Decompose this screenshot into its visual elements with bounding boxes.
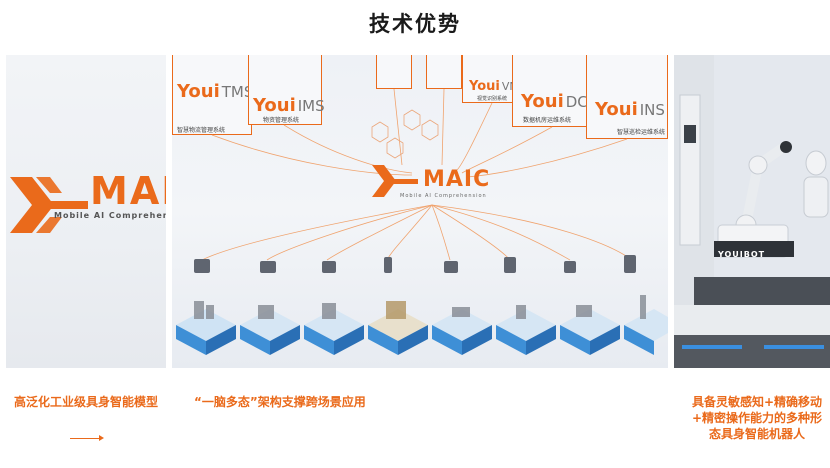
robot-photo — [674, 55, 830, 368]
architecture-diagram — [176, 88, 668, 355]
card-caption: “一脑多态”架构支撑跨场景应用 — [172, 368, 668, 468]
card-robots[interactable]: YOUIBOT 具备灵敏感知+精确移动+精密操作能力的多种形态具身智能机器人 — [674, 55, 830, 468]
card-caption: 具备灵敏感知+精确移动+精密操作能力的多种形态具身智能机器人 — [674, 368, 830, 468]
maic-mid-logo-subtitle: Mobile AI Comprehension — [400, 193, 487, 199]
system-label: 智慧巡检运维系统 — [617, 129, 666, 136]
maic-logo-icon — [10, 177, 88, 233]
system-label: 智慧物流管理系统 — [177, 127, 226, 134]
maic-mid-logo-text: MAIC — [423, 167, 491, 192]
arrow-right-icon[interactable] — [70, 435, 104, 441]
maic-logo-subtitle: Mobile AI Comprehen — [54, 211, 166, 220]
caption-text: 具备灵敏感知+精确移动+精密操作能力的多种形态具身智能机器人 — [691, 395, 823, 441]
robot-brand-label: YOUIBOT — [718, 250, 766, 259]
card-caption: 高泛化工业级具身智能模型 — [6, 368, 166, 468]
caption-text: 高泛化工业级具身智能模型 — [13, 395, 158, 409]
caption-text: “一脑多态”架构支撑跨场景应用 — [194, 395, 366, 409]
maic-logo-text: MAIC — [90, 169, 166, 213]
system-panel-blank-2 — [426, 55, 462, 89]
maic-mid-logo-icon — [372, 165, 418, 197]
card-maic-model[interactable]: MAIC Mobile AI Comprehen 高泛化工业级具身智能模型 — [6, 55, 166, 468]
page-title: 技术优势 — [369, 12, 461, 36]
system-label: 物资管理系统 — [263, 117, 300, 124]
card-visual: MAIC Mobile AI Comprehen — [6, 55, 166, 368]
system-panel-blank-1 — [376, 55, 412, 89]
card-visual: YOUIBOT — [674, 55, 830, 368]
system-label: 数据机房运维系统 — [523, 117, 572, 124]
system-label: 视觉识别系统 — [477, 96, 508, 102]
